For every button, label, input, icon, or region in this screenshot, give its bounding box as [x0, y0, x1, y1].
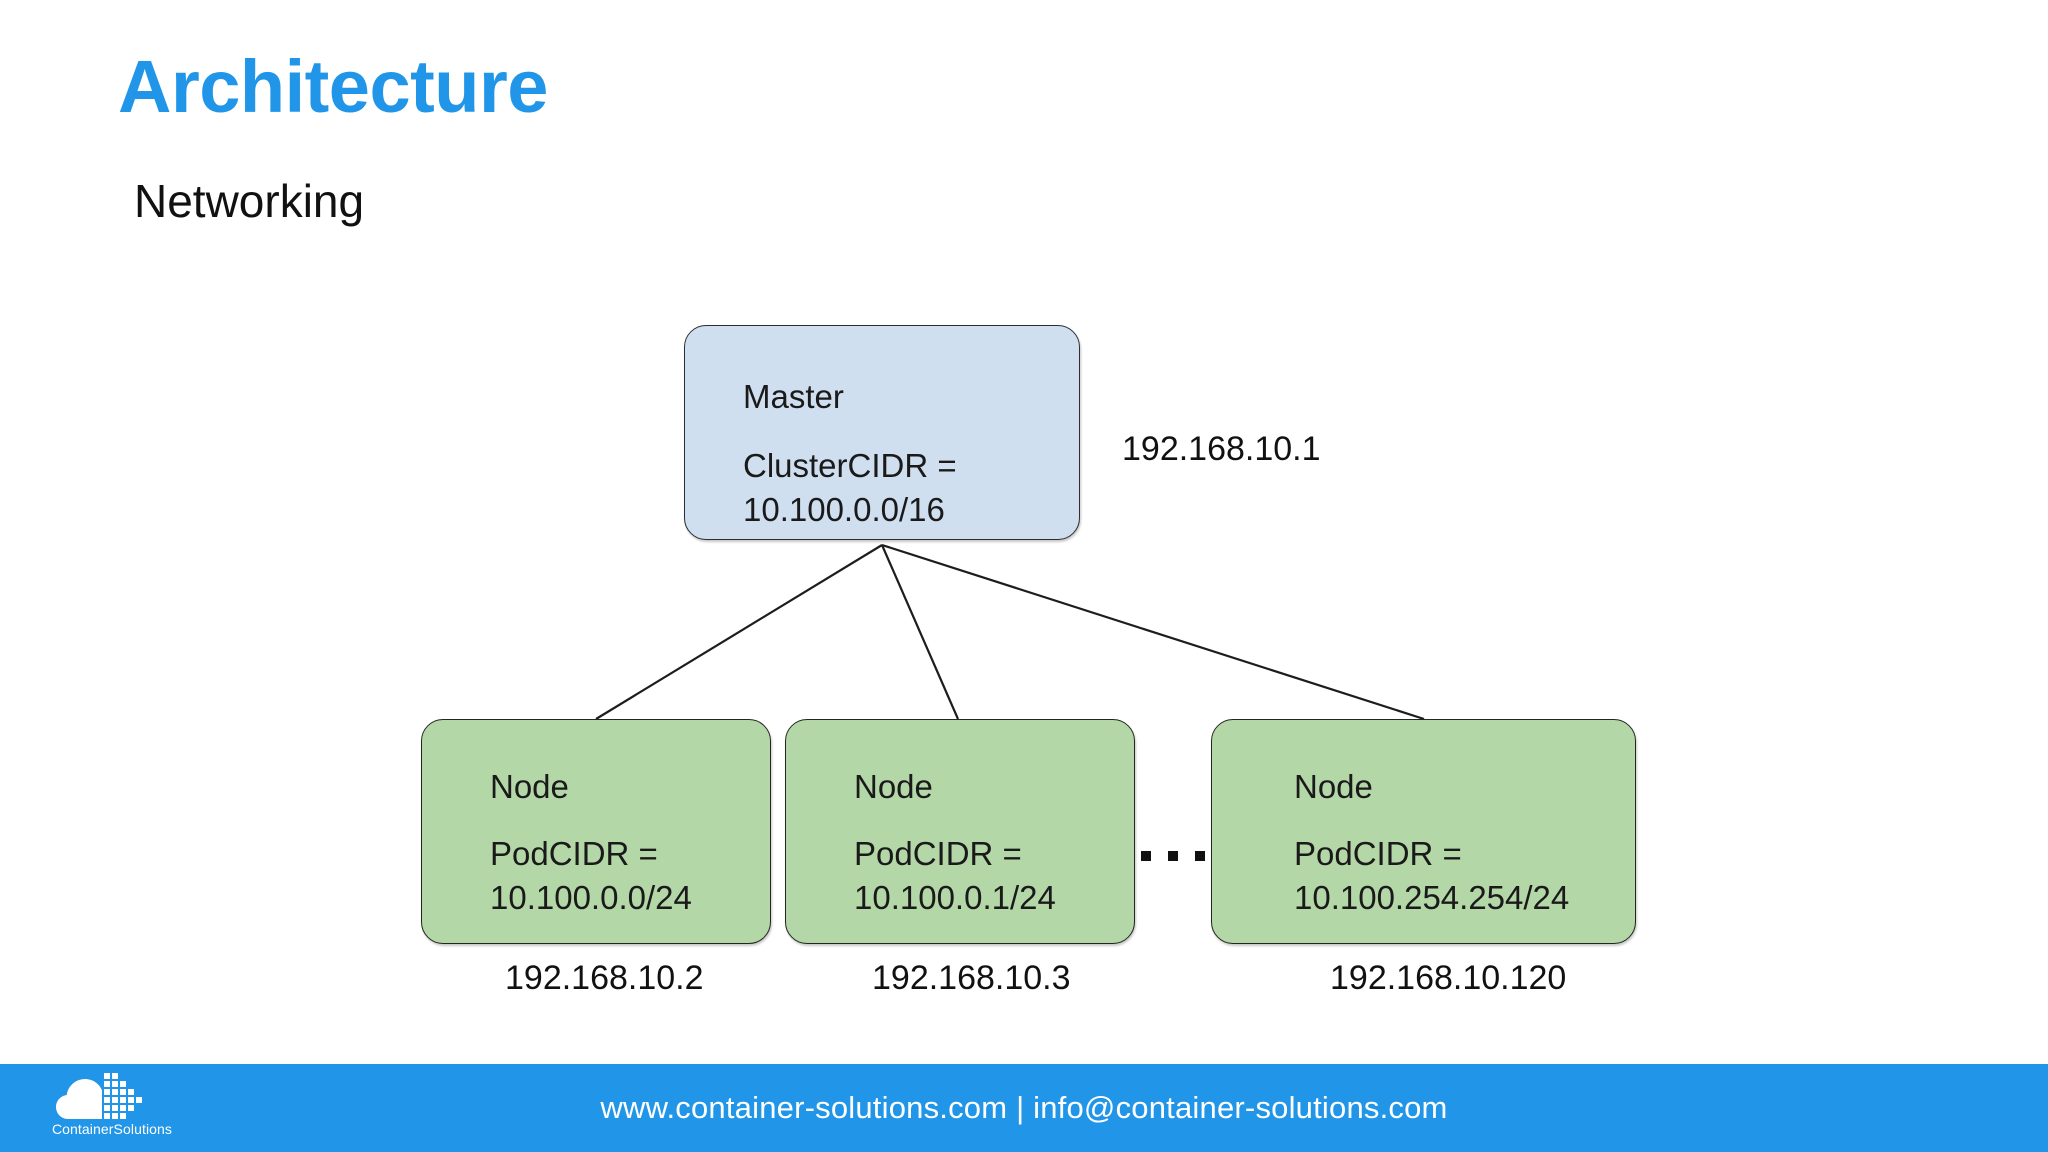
worker-node-ip-label-2: 192.168.10.3 — [872, 959, 1071, 997]
brand-logo: ContainerSolutions — [42, 1071, 182, 1145]
master-clustercidr-value: 10.100.0.0/16 — [743, 491, 945, 529]
ellipsis-dot — [1141, 851, 1151, 861]
master-ip-label: 192.168.10.1 — [1122, 430, 1321, 468]
worker-node-box-2[interactable]: Node PodCIDR = 10.100.0.1/24 — [785, 719, 1135, 944]
master-node-box[interactable]: Master ClusterCIDR = 10.100.0.0/16 — [684, 325, 1080, 540]
footer-bar: ContainerSolutions www.container-solutio… — [0, 1064, 2048, 1152]
footer-contact-text: www.container-solutions.com | info@conta… — [600, 1090, 1448, 1125]
ellipsis-dot — [1195, 851, 1205, 861]
page-subtitle: Networking — [134, 175, 365, 227]
page-title: Architecture — [118, 45, 548, 128]
worker-node-content-2: Node PodCIDR = 10.100.0.1/24 — [786, 720, 1134, 943]
worker-node-heading-2: Node — [854, 768, 933, 805]
worker-podcidr-label-2: PodCIDR = — [854, 835, 1022, 872]
worker-podcidr-label-1: PodCIDR = — [490, 835, 658, 872]
edge-master-to-node-1 — [595, 544, 883, 720]
worker-podcidr-label-3: PodCIDR = — [1294, 835, 1462, 872]
architecture-diagram: Master ClusterCIDR = 10.100.0.0/16 192.1… — [421, 325, 1636, 997]
worker-node-content-1: Node PodCIDR = 10.100.0.0/24 — [422, 720, 770, 943]
brand-logo-wordmark: ContainerSolutions — [51, 1121, 173, 1137]
worker-podcidr-value-2: 10.100.0.1/24 — [854, 879, 1056, 917]
master-node-heading: Master — [743, 378, 844, 415]
worker-node-content-3: Node PodCIDR = 10.100.254.254/24 — [1212, 720, 1635, 943]
worker-node-detail-3: PodCIDR = 10.100.254.254/24 — [1294, 832, 1569, 920]
ellipsis-dot — [1168, 851, 1178, 861]
master-node-content: Master ClusterCIDR = 10.100.0.0/16 — [685, 326, 1079, 539]
worker-node-heading-1: Node — [490, 768, 569, 805]
worker-node-detail-1: PodCIDR = 10.100.0.0/24 — [490, 832, 692, 920]
worker-node-box-3[interactable]: Node PodCIDR = 10.100.254.254/24 — [1211, 719, 1636, 944]
edge-master-to-node-3 — [881, 543, 1425, 721]
worker-node-ip-label-1: 192.168.10.2 — [505, 959, 704, 997]
worker-node-box-1[interactable]: Node PodCIDR = 10.100.0.0/24 — [421, 719, 771, 944]
worker-podcidr-value-3: 10.100.254.254/24 — [1294, 879, 1570, 917]
master-clustercidr-label: ClusterCIDR = — [743, 447, 957, 484]
edge-master-to-node-2 — [880, 544, 960, 720]
cloud-pixel-logo-icon — [56, 1073, 142, 1119]
worker-node-detail-2: PodCIDR = 10.100.0.1/24 — [854, 832, 1056, 920]
ellipsis-indicator — [1141, 851, 1205, 861]
worker-node-heading-3: Node — [1294, 768, 1373, 805]
worker-podcidr-value-1: 10.100.0.0/24 — [490, 879, 692, 917]
worker-node-ip-label-3: 192.168.10.120 — [1330, 959, 1567, 997]
master-node-detail: ClusterCIDR = 10.100.0.0/16 — [743, 444, 957, 532]
